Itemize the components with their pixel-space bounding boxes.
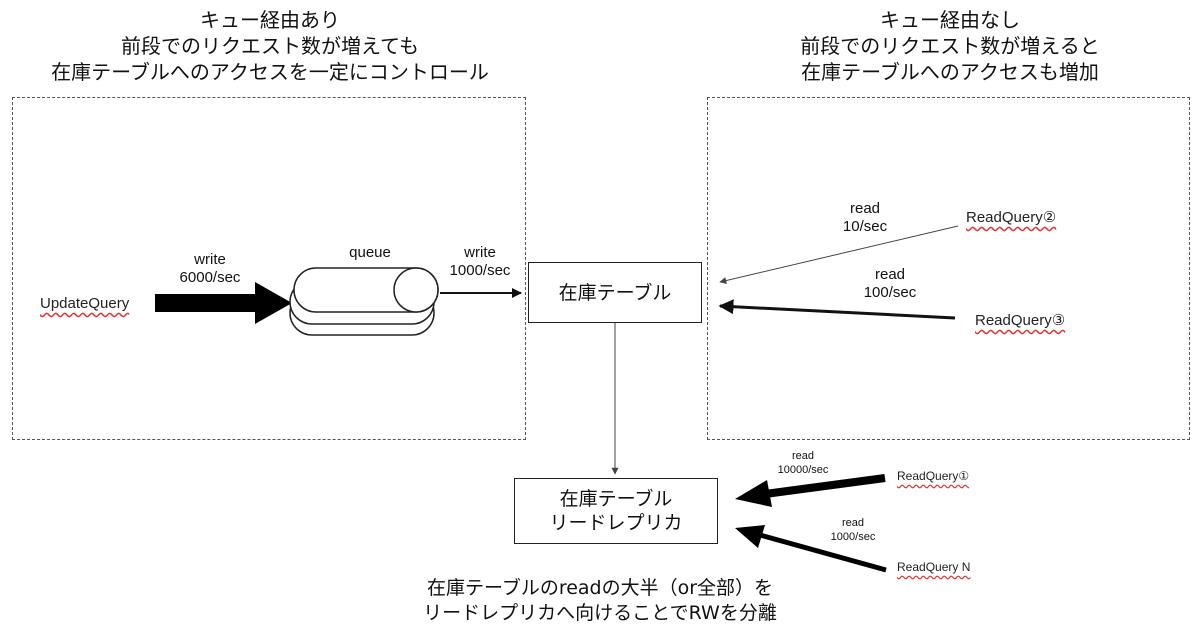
right-caption: キュー経由なし 前段でのリクエスト数が増えると 在庫テーブルへのアクセスも増加 xyxy=(700,7,1200,85)
read-q2-rate: 10/sec xyxy=(842,218,888,235)
right-caption-line1: キュー経由なし xyxy=(880,8,1020,32)
read-qn-rate: 1000/sec xyxy=(830,531,876,543)
queue-icon xyxy=(289,267,439,336)
read-q3-rate: 100/sec xyxy=(863,284,917,301)
left-caption-line2: 前段でのリクエスト数が増えても xyxy=(121,34,419,58)
read-q1-label: read 10000/sec xyxy=(768,449,838,477)
right-caption-line3: 在庫テーブルへのアクセスも増加 xyxy=(801,60,1099,84)
read-q1-query-text: ReadQuery① xyxy=(897,469,970,483)
read-q3-arrow xyxy=(718,299,956,320)
write-in-rate: 6000/sec xyxy=(179,269,241,286)
read-q1-arrowhead xyxy=(735,480,772,507)
read-qn-label: read 1000/sec xyxy=(818,516,888,544)
read-qn-line xyxy=(759,532,887,573)
write-out-label-text: write xyxy=(464,244,496,261)
replica-line1: 在庫テーブル xyxy=(559,488,673,510)
read-q3-query-text: ReadQuery③ xyxy=(975,312,1066,329)
read-q3-label-text: read xyxy=(874,266,906,283)
write-out-label: write 1000/sec xyxy=(438,244,522,280)
queue-label: queue xyxy=(349,244,391,261)
read-q2-query: ReadQuery② xyxy=(966,208,1056,226)
update-query-label: UpdateQuery xyxy=(40,295,129,312)
read-q2-query-text: ReadQuery② xyxy=(966,209,1057,226)
bottom-caption-line2: リードレプリカへ向けることでRWを分離 xyxy=(423,602,777,624)
read-q2-label: read 10/sec xyxy=(825,200,905,236)
direct-group-frame xyxy=(707,97,1190,440)
write-in-arrow xyxy=(155,282,292,324)
left-caption: キュー経由あり 前段でのリクエスト数が増えても 在庫テーブルへのアクセスを一定に… xyxy=(0,7,540,85)
bottom-caption-line1: 在庫テーブルのreadの大半（or全部）を xyxy=(426,577,774,599)
update-query-text: UpdateQuery xyxy=(40,295,130,312)
left-caption-line1: キュー経由あり xyxy=(200,8,340,32)
write-in-label-text: write xyxy=(194,251,226,268)
read-q1-rate: 10000/sec xyxy=(777,464,829,476)
read-q1-query: ReadQuery① xyxy=(897,469,969,483)
read-q3-label: read 100/sec xyxy=(850,266,930,302)
bottom-caption: 在庫テーブルのreadの大半（or全部）を リードレプリカへ向けることでRWを分… xyxy=(320,576,880,626)
read-qn-query-text: ReadQuery N xyxy=(897,560,971,574)
stock-table-label: 在庫テーブル xyxy=(558,281,672,304)
replica-line2: リードレプリカ xyxy=(549,512,683,534)
read-qn-arrowhead xyxy=(735,525,765,548)
queue-group-frame xyxy=(12,97,526,440)
read-q1-line xyxy=(764,474,886,498)
write-in-label: write 6000/sec xyxy=(160,251,260,287)
write-out-rate: 1000/sec xyxy=(449,262,511,279)
replica-box: 在庫テーブル リードレプリカ xyxy=(514,478,718,544)
read-qn-query: ReadQuery N xyxy=(897,560,970,574)
read-q3-query: ReadQuery③ xyxy=(975,311,1065,329)
read-q1-label-text: read xyxy=(791,450,815,462)
read-q2-arrow xyxy=(719,225,959,284)
read-q2-label-text: read xyxy=(849,200,881,217)
read-qn-label-text: read xyxy=(841,517,865,529)
stock-table-box: 在庫テーブル xyxy=(528,262,702,323)
right-caption-line2: 前段でのリクエスト数が増えると xyxy=(800,34,1100,58)
left-caption-line3: 在庫テーブルへのアクセスを一定にコントロール xyxy=(51,60,489,84)
